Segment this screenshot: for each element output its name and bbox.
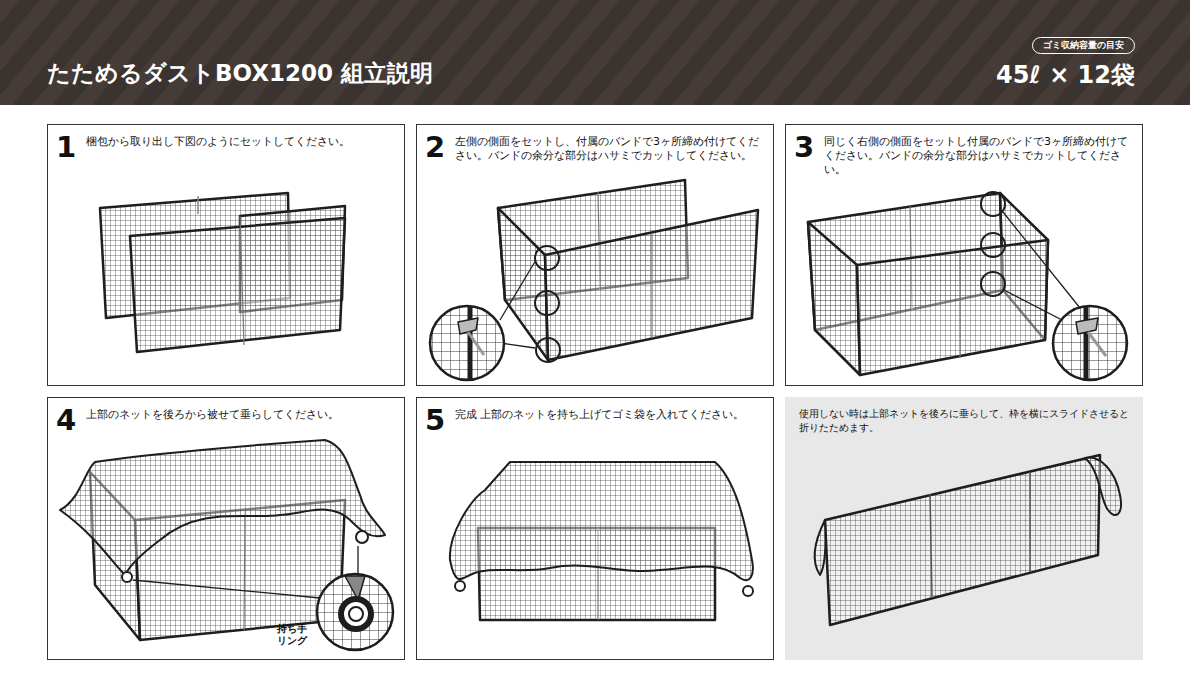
page-title: たためるダストBOX1200 組立説明 [47,58,433,89]
capacity-value: 45ℓ × 12袋 [996,60,1135,91]
step-number: 3 [794,131,814,163]
header-band [0,0,1190,105]
step1-figure [100,193,345,352]
step-panel: 使用しない時は上部ネットを後ろに垂らして、枠を横にスライドさせると折りたためます… [785,397,1143,660]
step-number: 1 [56,131,76,163]
step-panel: 4 上部のネットを後ろから被せて垂らしてください。 [47,397,405,660]
step-panel: 5 完成 上部のネットを持ち上げてゴミ袋を入れてください。 [416,397,774,660]
badge-text: ゴミ収納容量の目安 [1043,39,1124,52]
step-instruction: 梱包から取り出し下図のようにセットしてください。 [86,135,394,149]
step2-figure [430,180,758,380]
step-panel: 2 左側の側面をセットし、付属のバンドで3ヶ所締め付けてください。バンドの余分な部… [416,124,774,386]
step-instruction: 使用しない時は上部ネットを後ろに垂らして、枠を横にスライドさせると折りたためます… [799,407,1131,435]
step3-figure [808,192,1127,380]
step-instruction: 同じく右側の側面をセットし付属のバンドで3ヶ所締め付けてください。バンドの余分な… [824,135,1132,177]
step-panel: 1 梱包から取り出し下図のようにセットしてください。 [47,124,405,386]
step-panel: 3 同じく右側の側面をセットし付属のバンドで3ヶ所締め付けてください。バンドの余分… [785,124,1143,386]
step6-figure [815,455,1121,625]
step-instruction: 上部のネットを後ろから被せて垂らしてください。 [86,408,394,422]
step5-figure [450,462,753,620]
panel-ground [785,397,1143,660]
capacity-badge: ゴミ収納容量の目安 [1032,37,1135,54]
step-number: 4 [56,404,76,436]
step4-figure [60,440,393,650]
callout-label: 持ち手 リング [272,623,312,647]
step-number: 2 [425,131,445,163]
step-instruction: 左側の側面をセットし、付属のバンドで3ヶ所締め付けてください。バンドの余分な部分… [455,135,763,163]
step-number: 5 [425,404,445,436]
step-instruction: 完成 上部のネットを持ち上げてゴミ袋を入れてください。 [455,408,763,422]
